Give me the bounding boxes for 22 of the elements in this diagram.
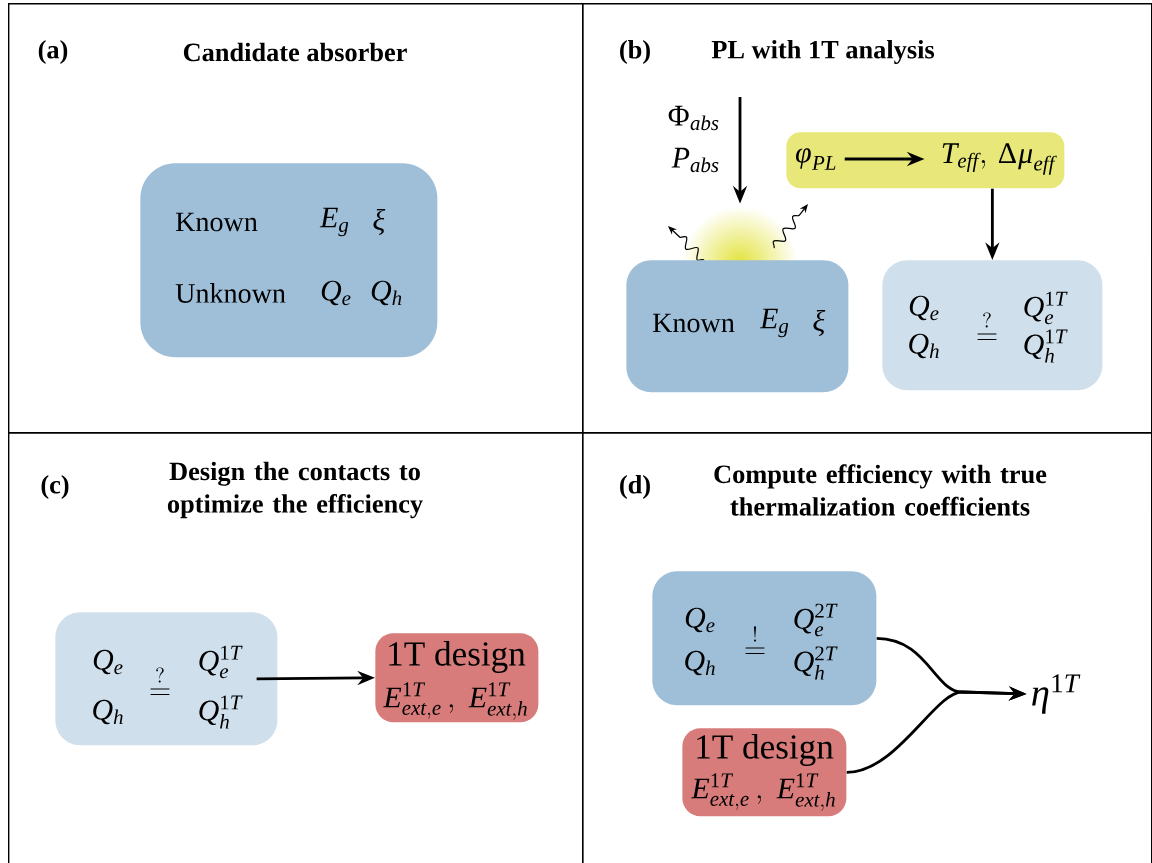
panel-title: Compute efficiency with true thermalization coefficients bbox=[714, 464, 1047, 516]
panel-label: (a) bbox=[38, 40, 68, 64]
formula-text: $\phi_{PL}$ bbox=[795, 148, 836, 170]
panel-title: Candidate absorber bbox=[183, 42, 407, 62]
comparison-box: $Q_e$ $Q_h$ $\overset{?}{=}$ $Q_e^{1T}$ $Q_h^{1T}$ bbox=[55, 612, 278, 746]
design-box: 1T design $E_{ext,e}^{1T}\,,\; E_{ext,h}^{1T}$ bbox=[682, 728, 847, 817]
comparison-box: $Q_e$ $Q_h$ $\overset{!}{=}$ $Q_e^{2T}$ $Q_h^{2T}$ bbox=[652, 571, 877, 706]
panel-label: (c) bbox=[41, 475, 69, 499]
comparison-box: $Q_e$ $Q_h$ $\overset{?}{=}$ $Q_e^{1T}$ $Q_h^{1T}$ bbox=[882, 260, 1103, 391]
material-box: Known $E_g$ $\xi$ bbox=[626, 260, 849, 393]
formula-text: $T_{eff},\, \Delta\mu_{eff}$ bbox=[942, 143, 1057, 175]
photoluminescence-glow-drawing bbox=[668, 204, 808, 261]
panel-title: PL with 1T analysis bbox=[711, 40, 935, 64]
result-box bbox=[786, 132, 1065, 189]
design-box: 1T design $E_{ext,e}^{1T}\,,\; E_{ext,h}^{1T}$ bbox=[375, 633, 539, 723]
quantity-label: $P_{abs}$ bbox=[671, 147, 719, 173]
panel-label: (b) bbox=[620, 40, 650, 64]
panel-label: (d) bbox=[620, 475, 650, 499]
efficiency-symbol: $\eta^{1T}$ bbox=[1032, 674, 1081, 714]
panel-title: Design the contacts to optimize the efficiency bbox=[167, 461, 423, 519]
material-box: Known $E_g$ $\xi$ Unknown $Q_e$ $Q_h$ bbox=[140, 163, 438, 358]
quantity-label: $\Phi_{abs}$ bbox=[668, 105, 719, 131]
